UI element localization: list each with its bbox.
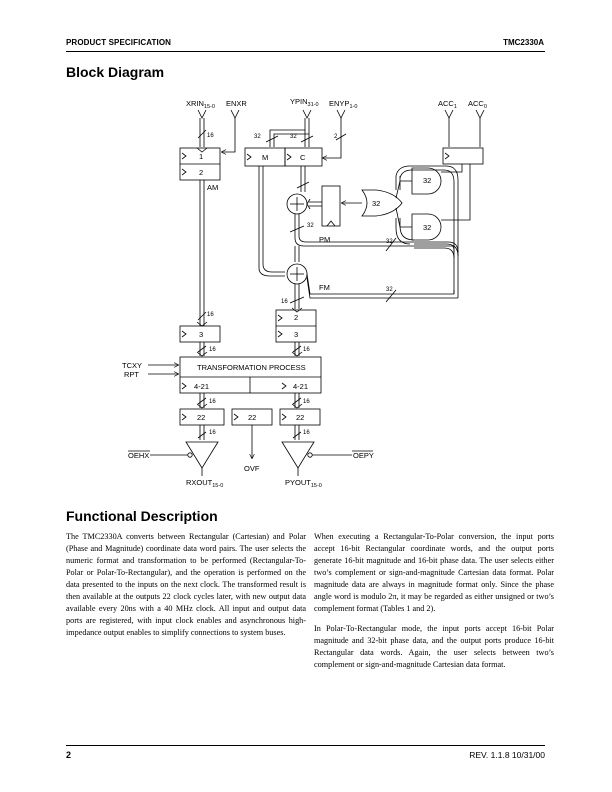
header-title: PRODUCT SPECIFICATION [66,38,172,47]
acc1-pin [444,109,454,119]
register-acc [442,147,484,165]
ypin-pin [302,109,312,119]
register-label-x3: 3 [199,330,203,339]
register-label-1: 1 [199,152,203,161]
signal-oehx: OEHX [128,451,149,460]
output-pyout: PYOUT15-0 [285,478,322,489]
output-reg-ovf-label: 22 [248,413,256,422]
signal-ovf: OVF [244,464,260,473]
signal-oepy: OEPY [353,451,374,460]
transform-label: TRANSFORMATION PROCESS [197,363,306,372]
block-diagram: XRIN15-0 ENXR YPIN31-0 ENYP1-0 ACC1 ACC0… [122,97,487,489]
xrin-pin [197,109,207,119]
bus-width-y-in: 16 [303,347,310,353]
bus-width-ypin-m: 32 [254,134,261,140]
gate-label-top: 32 [423,176,431,185]
block-diagram-title: Block Diagram [66,64,165,80]
label-enyp: ENYP1-0 [329,99,357,110]
signal-fm: FM [319,283,330,292]
footer-rule [66,745,545,746]
paragraph: When executing a Rectangular-To-Polar co… [314,532,554,613]
paragraph: In Polar-To-Rectangular mode, the input … [314,624,554,669]
bus-width-pm: 32 [386,239,393,245]
label-acc0: ACC0 [468,99,487,110]
and-gate-top [411,167,442,195]
signal-tcxy: TCXY [122,361,142,370]
label-ypin: YPIN31-0 [290,97,319,108]
feedback-bus-top [395,165,459,294]
enyp-pin [336,109,346,119]
or-gate [361,189,403,217]
output-reg-x-label: 22 [197,413,205,422]
register-label-am: AM [207,183,218,192]
register-label-c: C [300,153,306,162]
register-label-y2: 2 [294,313,298,322]
gate-label-bottom: 32 [423,223,431,232]
and-gate-bottom [411,213,442,241]
header-part-number: TMC2330A [503,38,544,47]
gate-label-or: 32 [372,199,380,208]
bus-width-adder-out: 32 [307,223,314,229]
page-number: 2 [66,750,72,760]
header-rule [66,51,545,52]
buffer-y [281,441,315,469]
label-acc1: ACC1 [438,99,457,110]
bus-width-x-in: 16 [209,347,216,353]
bus-width-y: 16 [281,299,288,305]
register-label-y3: 3 [294,330,298,339]
bus-width-x-out: 16 [209,399,216,405]
bus-width-y-out: 16 [303,399,310,405]
stage-left: 4-21 [194,382,209,391]
output-reg-y-label: 22 [296,413,304,422]
signal-rpt: RPT [124,370,139,379]
bus-width-enyp: 2 [334,134,338,140]
buffer-x [185,441,219,469]
register-label-m: M [262,153,268,162]
bus-width-xrin: 16 [207,133,214,139]
ypin-bus-c [304,130,310,147]
acc0-pin [475,109,485,119]
output-register-x [179,408,225,426]
register-c [284,147,323,167]
functional-description-title: Functional Description [66,508,218,524]
output-rxout: RXOUT15-0 [186,478,223,489]
bus-width-x-buf: 16 [209,430,216,436]
ypin-bus-m [269,118,310,147]
label-xrin: XRIN15-0 [186,99,215,110]
bus-width-ypin-c: 32 [290,134,297,140]
label-enxr: ENXR [226,99,247,108]
enyp-line [323,118,342,158]
enxr-pin [230,109,240,119]
bus-width-x: 16 [207,312,214,318]
transformation-block [179,356,322,394]
output-register-y [279,408,321,426]
enxr-line [222,118,236,152]
stage-right: 4-21 [293,382,308,391]
revision-info: REV. 1.1.8 10/31/00 [469,750,545,760]
register-label-2: 2 [199,168,203,177]
bus-width-y-buf: 16 [303,430,310,436]
signal-pm: PM [319,235,330,244]
paragraph: The TMC2330A converts between Rectangula… [66,532,306,637]
bus-width-fm: 32 [386,287,393,293]
functional-description-left: The TMC2330A converts between Rectangula… [66,531,306,647]
functional-description-right: When executing a Rectangular-To-Polar co… [314,531,554,679]
phase-register [321,185,341,227]
